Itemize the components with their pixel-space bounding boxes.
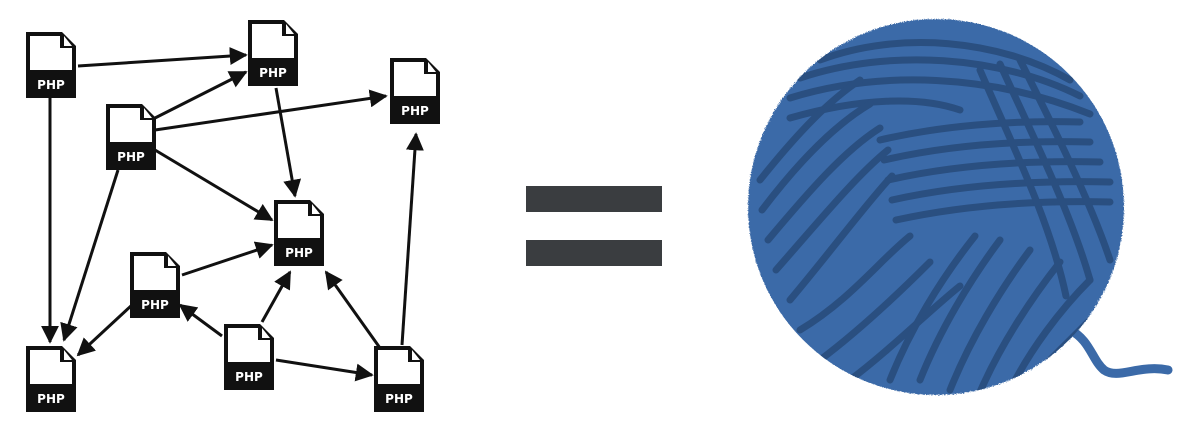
link-f6-f9 [76,303,134,357]
php-file-icon-page [30,36,72,70]
php-file-icon-page [394,62,436,96]
php-file-icon-page [252,24,294,58]
equals-sign [526,186,662,266]
php-file-icon: PHP [130,252,180,318]
php-files: PHP PHP PHP PHP PHP PHP PHP PHP PHP [26,20,440,412]
php-file-icon-fold [286,24,294,34]
link-f1-f2 [77,47,248,68]
php-file-icon-fold [64,350,72,360]
yarn-tail [1065,325,1173,378]
php-file-label: PHP [37,392,65,406]
php-file-icon-fold [412,350,420,360]
php-file-icon-fold [64,36,72,46]
php-file-label: PHP [259,66,287,80]
php-file-icon-fold [168,256,176,266]
php-file-icon-fold [428,62,436,72]
php-file-label: PHP [285,246,313,260]
php-file-icon-fold [262,328,270,338]
php-file-icon-fold [144,108,152,118]
php-file-icon: PHP [26,346,76,412]
php-file-label: PHP [117,150,145,164]
php-file-icon-page [30,350,72,384]
link-f4-f9 [60,169,120,342]
link-f8-f5 [324,270,382,349]
link-f7-f8 [275,358,374,382]
php-file-icon-page [278,204,320,238]
php-file-icon-page [228,328,270,362]
php-file-icon: PHP [26,32,76,98]
php-file-icon: PHP [106,104,156,170]
php-file-label: PHP [385,392,413,406]
yarn-ball-image [748,19,1173,395]
php-file-icon: PHP [374,346,424,412]
link-f6-f5 [181,241,274,277]
php-file-icon-page [110,108,152,142]
link-f7-f5 [260,270,292,323]
php-file-label: PHP [401,104,429,118]
file-dependency-links [41,47,424,382]
link-f2-f5 [274,87,302,198]
link-f8-f3 [400,132,424,346]
link-f4-f3 [154,89,388,132]
php-file-icon: PHP [248,20,298,86]
link-f7-f6 [178,303,223,338]
php-file-icon-fold [312,204,320,214]
link-f4-f2 [154,70,248,120]
php-file-label: PHP [235,370,263,384]
php-file-icon: PHP [224,324,274,390]
equals-bottom-bar [526,240,662,266]
php-file-icon: PHP [274,200,324,266]
php-file-label: PHP [141,298,169,312]
php-file-icon-page [378,350,420,384]
php-file-label: PHP [37,78,65,92]
php-file-icon: PHP [390,58,440,124]
link-f4-f5 [154,148,274,222]
equals-top-bar [526,186,662,212]
php-file-icon-page [134,256,176,290]
